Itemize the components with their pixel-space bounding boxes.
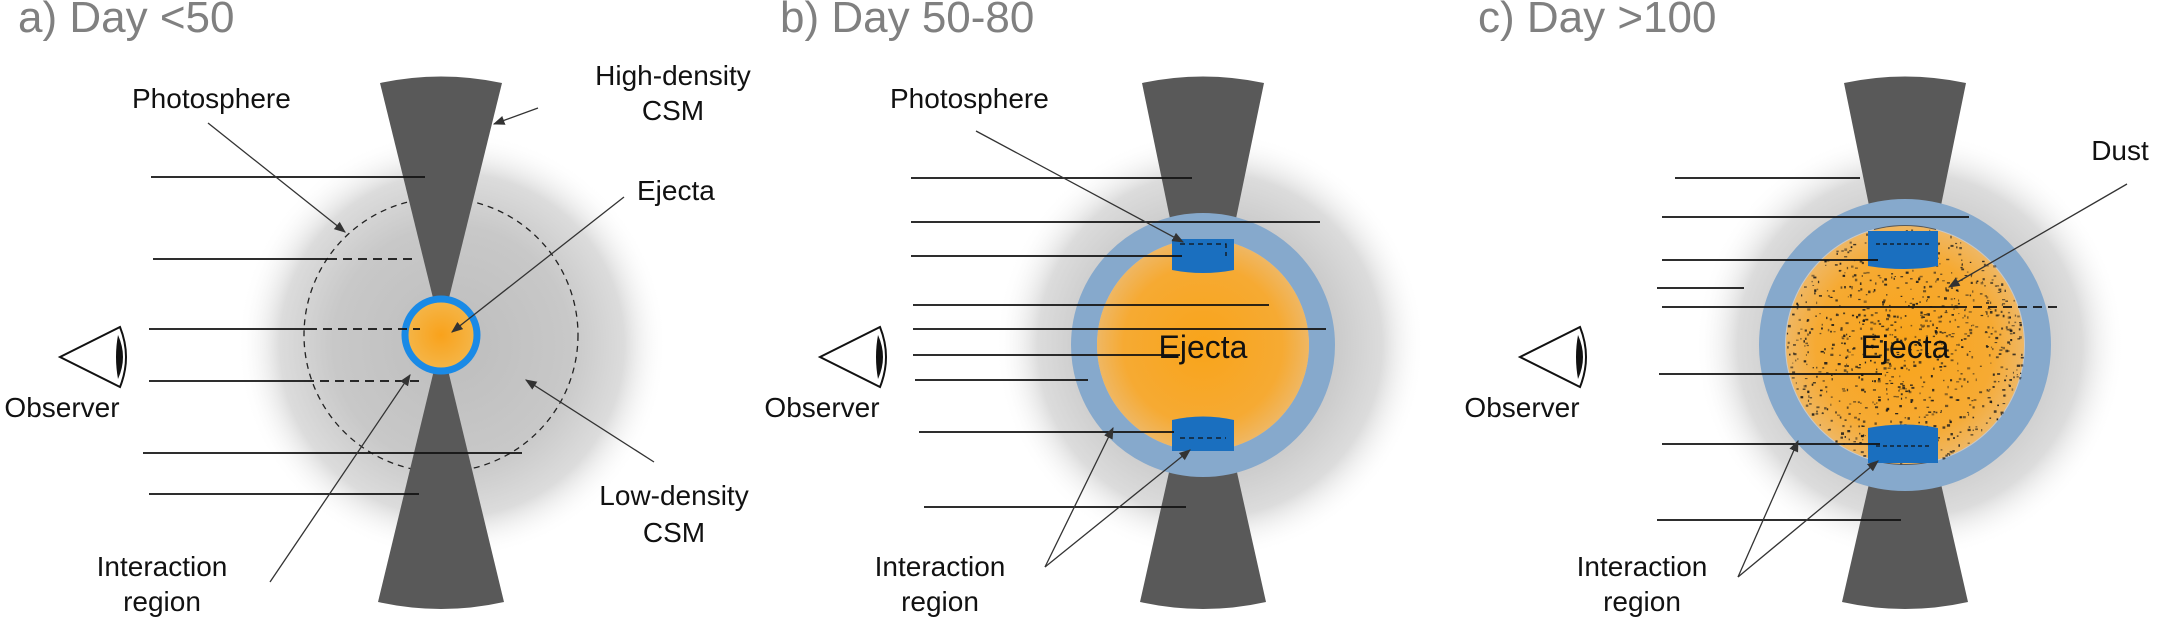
photosphere-circle-a: [303, 197, 579, 473]
csm-cone-top-b: [1142, 76, 1264, 238]
rays-c: [1657, 177, 2060, 521]
interaction-label-c-line1: Interaction: [1577, 551, 1708, 582]
panel-c-title: c) Day >100: [1478, 0, 1716, 42]
ejecta-label-a: Ejecta: [637, 175, 715, 206]
csm-cone-bottom-b: [1140, 450, 1266, 609]
panel-a-title: a) Day <50: [18, 0, 234, 42]
csm-high-label-line2: CSM: [642, 95, 704, 126]
interaction-regions-c: [1868, 231, 1938, 463]
interaction-regions-b: [1172, 239, 1234, 451]
observer-label-b: Observer: [764, 392, 879, 423]
panel-b-title: b) Day 50-80: [780, 0, 1034, 42]
shell-c: [1759, 199, 2051, 491]
panel-c: c) Day >100: [1464, 0, 2149, 617]
ejecta-b: [1097, 239, 1309, 451]
interaction-label-b-line1: Interaction: [875, 551, 1006, 582]
csm-cone-bottom-a: [378, 370, 504, 609]
csm-high-label-line1: High-density: [595, 60, 751, 91]
observer-label-c: Observer: [1464, 392, 1579, 423]
dust-label: Dust: [2091, 135, 2149, 166]
panel-a: a) Day <50: [4, 0, 750, 617]
ejecta-label-c: Ejecta: [1861, 329, 1950, 365]
interaction-label-a-line1: Interaction: [97, 551, 228, 582]
photosphere-label-a: Photosphere: [132, 83, 291, 114]
csm-low-label-line2: CSM: [643, 517, 705, 548]
interaction-label-b-line2: region: [901, 586, 979, 617]
observer-eye-icon-a: [57, 325, 127, 389]
rays-a: [143, 176, 522, 495]
csm-cone-bottom-c: [1842, 462, 1968, 609]
observer-eye-icon-b: [817, 325, 887, 389]
rays-b: [911, 177, 1326, 508]
interaction-label-a-line2: region: [123, 586, 201, 617]
csm-low-label-line1: Low-density: [599, 480, 748, 511]
csm-cone-top-a: [380, 76, 502, 302]
ejecta-a: [401, 295, 481, 375]
photosphere-label-b: Photosphere: [890, 83, 1049, 114]
observer-label-a: Observer: [4, 392, 119, 423]
ejecta-label-b: Ejecta: [1159, 329, 1248, 365]
ejecta-c: [1786, 226, 2024, 464]
panel-b: b) Day 50-80: [764, 0, 1425, 617]
interaction-label-c-line2: region: [1603, 586, 1681, 617]
shell-b: [1071, 213, 1335, 477]
csm-cone-top-c: [1844, 76, 1966, 230]
observer-eye-icon-c: [1517, 325, 1587, 389]
